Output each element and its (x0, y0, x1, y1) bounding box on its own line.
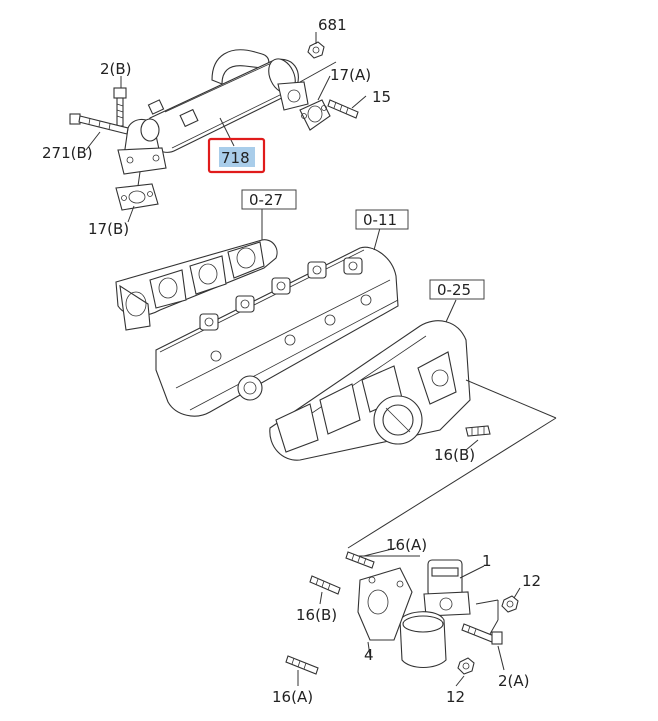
stud-15[interactable] (327, 99, 359, 119)
nut-681[interactable] (307, 41, 325, 59)
bolt-2b-top[interactable] (113, 87, 127, 127)
ref-label-0-11: 0-11 (363, 211, 397, 229)
egr-cooler[interactable] (117, 49, 309, 175)
bolt-2a[interactable] (461, 623, 503, 645)
label-271b: 271(B) (42, 144, 93, 162)
label-16b-left: 16(B) (296, 606, 337, 624)
highlight-box-718 (207, 137, 266, 174)
assembly-connectors (347, 379, 557, 557)
label-17a: 17(A) (330, 66, 371, 84)
label-2a: 2(A) (498, 672, 530, 690)
exhaust-manifold[interactable] (115, 239, 278, 331)
label-16b-top: 16(B) (434, 446, 475, 464)
stud-16a-bottom[interactable] (285, 655, 319, 675)
cylinder-head[interactable] (155, 246, 399, 417)
ref-box-0-25 (429, 279, 485, 300)
label-718: 718 (221, 149, 250, 167)
label-12-right: 12 (522, 572, 541, 590)
label-16a-top: 16(A) (386, 536, 427, 554)
gasket-plate-4[interactable] (357, 567, 413, 641)
ref-label-0-27: 0-27 (249, 191, 283, 209)
nut-12-bottom[interactable] (457, 657, 475, 675)
intake-manifold[interactable] (269, 320, 471, 461)
gasket-17b[interactable] (115, 183, 159, 211)
highlight-fill-718 (219, 147, 255, 167)
egr-valve[interactable] (399, 559, 471, 669)
label-15: 15 (372, 88, 391, 106)
label-2b: 2(B) (100, 60, 132, 78)
label-4: 4 (364, 646, 374, 664)
ref-box-0-27 (241, 189, 297, 210)
label-16a-bottom: 16(A) (272, 688, 313, 706)
label-1: 1 (482, 552, 492, 570)
bolt-271b[interactable] (69, 113, 129, 135)
label-12-bottom: 12 (446, 688, 465, 706)
nut-12-right[interactable] (501, 595, 519, 613)
gasket-17a[interactable] (299, 99, 331, 131)
ref-box-0-11 (355, 209, 409, 230)
leader-lines-top (85, 32, 367, 223)
stud-16b-left[interactable] (309, 575, 341, 595)
stud-16b-right[interactable] (465, 425, 491, 451)
label-17b: 17(B) (88, 220, 129, 238)
label-681: 681 (318, 16, 347, 34)
ref-leaders (261, 208, 457, 323)
ref-label-0-25: 0-25 (437, 281, 471, 299)
leader-lines-bottom (297, 547, 521, 687)
stud-16a-top[interactable] (345, 551, 375, 569)
